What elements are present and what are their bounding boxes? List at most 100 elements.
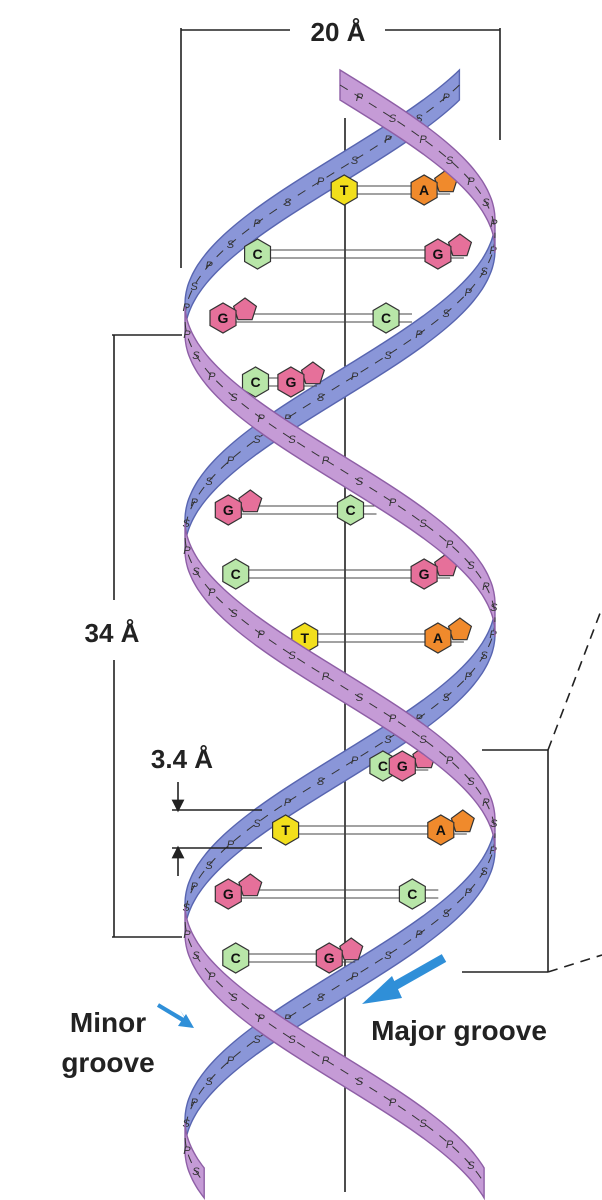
sugar-label: S <box>317 776 325 788</box>
sugar-label: S <box>467 560 475 572</box>
strand-two-ribbon-segment <box>184 906 485 1200</box>
base-A-shape <box>410 174 438 206</box>
phosphate-label: P <box>467 176 475 188</box>
phosphate-label: P <box>284 797 292 809</box>
major-groove-annotation: Major groove <box>362 954 547 1046</box>
base-letter: G <box>432 246 443 262</box>
base-A-ring <box>450 809 475 833</box>
sugar-label: S <box>419 734 427 746</box>
sugar-label: S <box>384 350 392 362</box>
base-T-shape <box>272 814 300 846</box>
sugar-label: S <box>192 950 200 962</box>
base-A-shape <box>427 814 455 846</box>
phosphate-label: P <box>489 845 497 857</box>
base-G-ring <box>339 937 364 961</box>
sugar-label: S <box>227 239 235 251</box>
base-G-ring <box>232 297 258 321</box>
phosphate-label: P <box>446 539 454 551</box>
base-C-shape <box>241 366 270 398</box>
phosphate-label: P <box>191 497 199 509</box>
base-C-shape <box>336 494 365 526</box>
strand-two-backbone-line <box>184 921 485 1184</box>
phosphate-label: P <box>284 1013 292 1025</box>
sugar-label: S <box>384 950 392 962</box>
sugar-label: S <box>317 392 325 404</box>
sugar-label: S <box>442 308 450 320</box>
base-C-shape <box>222 558 250 590</box>
phosphate-label: P <box>322 671 330 683</box>
pitch-label: 34 Å <box>85 618 140 648</box>
base-G-shape <box>410 558 438 590</box>
sugar-label: S <box>467 1160 475 1172</box>
phosphate-label: P <box>257 413 265 425</box>
sugar-label: S <box>253 1034 261 1046</box>
base-G-shape <box>424 238 452 270</box>
base-C-shape <box>244 238 272 270</box>
phosphate-label: P <box>351 755 359 767</box>
phosphate-label: P <box>490 218 498 230</box>
sugar-label: S <box>253 818 261 830</box>
base-letter: G <box>285 374 296 390</box>
sugar-label: S <box>205 860 213 872</box>
phosphate-label: P <box>183 929 191 941</box>
base-letter: A <box>436 822 446 838</box>
base-letter: G <box>218 310 229 326</box>
base-G-shape <box>214 878 242 910</box>
sugar-label: S <box>192 566 200 578</box>
base-G-shape <box>388 750 416 782</box>
phosphate-label: P <box>183 302 191 314</box>
base-letter: T <box>340 182 349 198</box>
base-G-shape <box>277 366 305 398</box>
sugar-label: S <box>356 476 364 488</box>
phosphate-label: P <box>227 1055 235 1067</box>
base-G-shape <box>214 494 242 526</box>
base-letter: G <box>419 566 430 582</box>
width-dimension: 20 Å <box>180 17 501 268</box>
strand-two-backbone-line <box>184 84 460 323</box>
sugar-label: S <box>480 266 488 278</box>
base-G-ring <box>238 489 263 513</box>
sugar-label: S <box>442 908 450 920</box>
sugar-label: S <box>446 155 454 167</box>
base-G-ring <box>447 233 473 257</box>
phosphate-label: P <box>489 245 497 257</box>
base-letter: A <box>433 630 443 646</box>
phosphate-label: P <box>415 713 423 725</box>
sugar-label: S <box>356 692 364 704</box>
base-G-shape <box>315 942 343 974</box>
sugar-label: S <box>490 602 498 614</box>
pitch-dimension: 34 Å <box>85 334 182 938</box>
phosphate-label: P <box>351 971 359 983</box>
phosphate-label: P <box>389 1097 397 1109</box>
minor-groove-label-line1: Minor <box>70 1007 146 1038</box>
base-letter: A <box>419 182 429 198</box>
base-letter: T <box>301 630 310 646</box>
sugar-label: S <box>317 992 325 1004</box>
phosphate-label: P <box>208 371 216 383</box>
sugar-label: S <box>351 155 359 167</box>
sugar-label: S <box>384 734 392 746</box>
sugar-label: S <box>191 281 199 293</box>
phosphate-label: P <box>227 839 235 851</box>
sugar-label: S <box>288 434 296 446</box>
base-T-shape <box>330 174 358 206</box>
phosphate-label: P <box>389 497 397 509</box>
phosphate-label: P <box>183 1145 191 1157</box>
sugar-label: S <box>415 113 423 125</box>
sugar-label: S <box>480 650 488 662</box>
base-letter: C <box>407 886 417 902</box>
base-letter: G <box>397 758 408 774</box>
base-letter: G <box>223 502 234 518</box>
sugar-label: S <box>192 1166 200 1178</box>
phosphate-label: P <box>284 413 292 425</box>
phosphate-label: P <box>191 1097 199 1109</box>
phosphate-label: P <box>227 455 235 467</box>
phosphate-label: P <box>465 287 473 299</box>
